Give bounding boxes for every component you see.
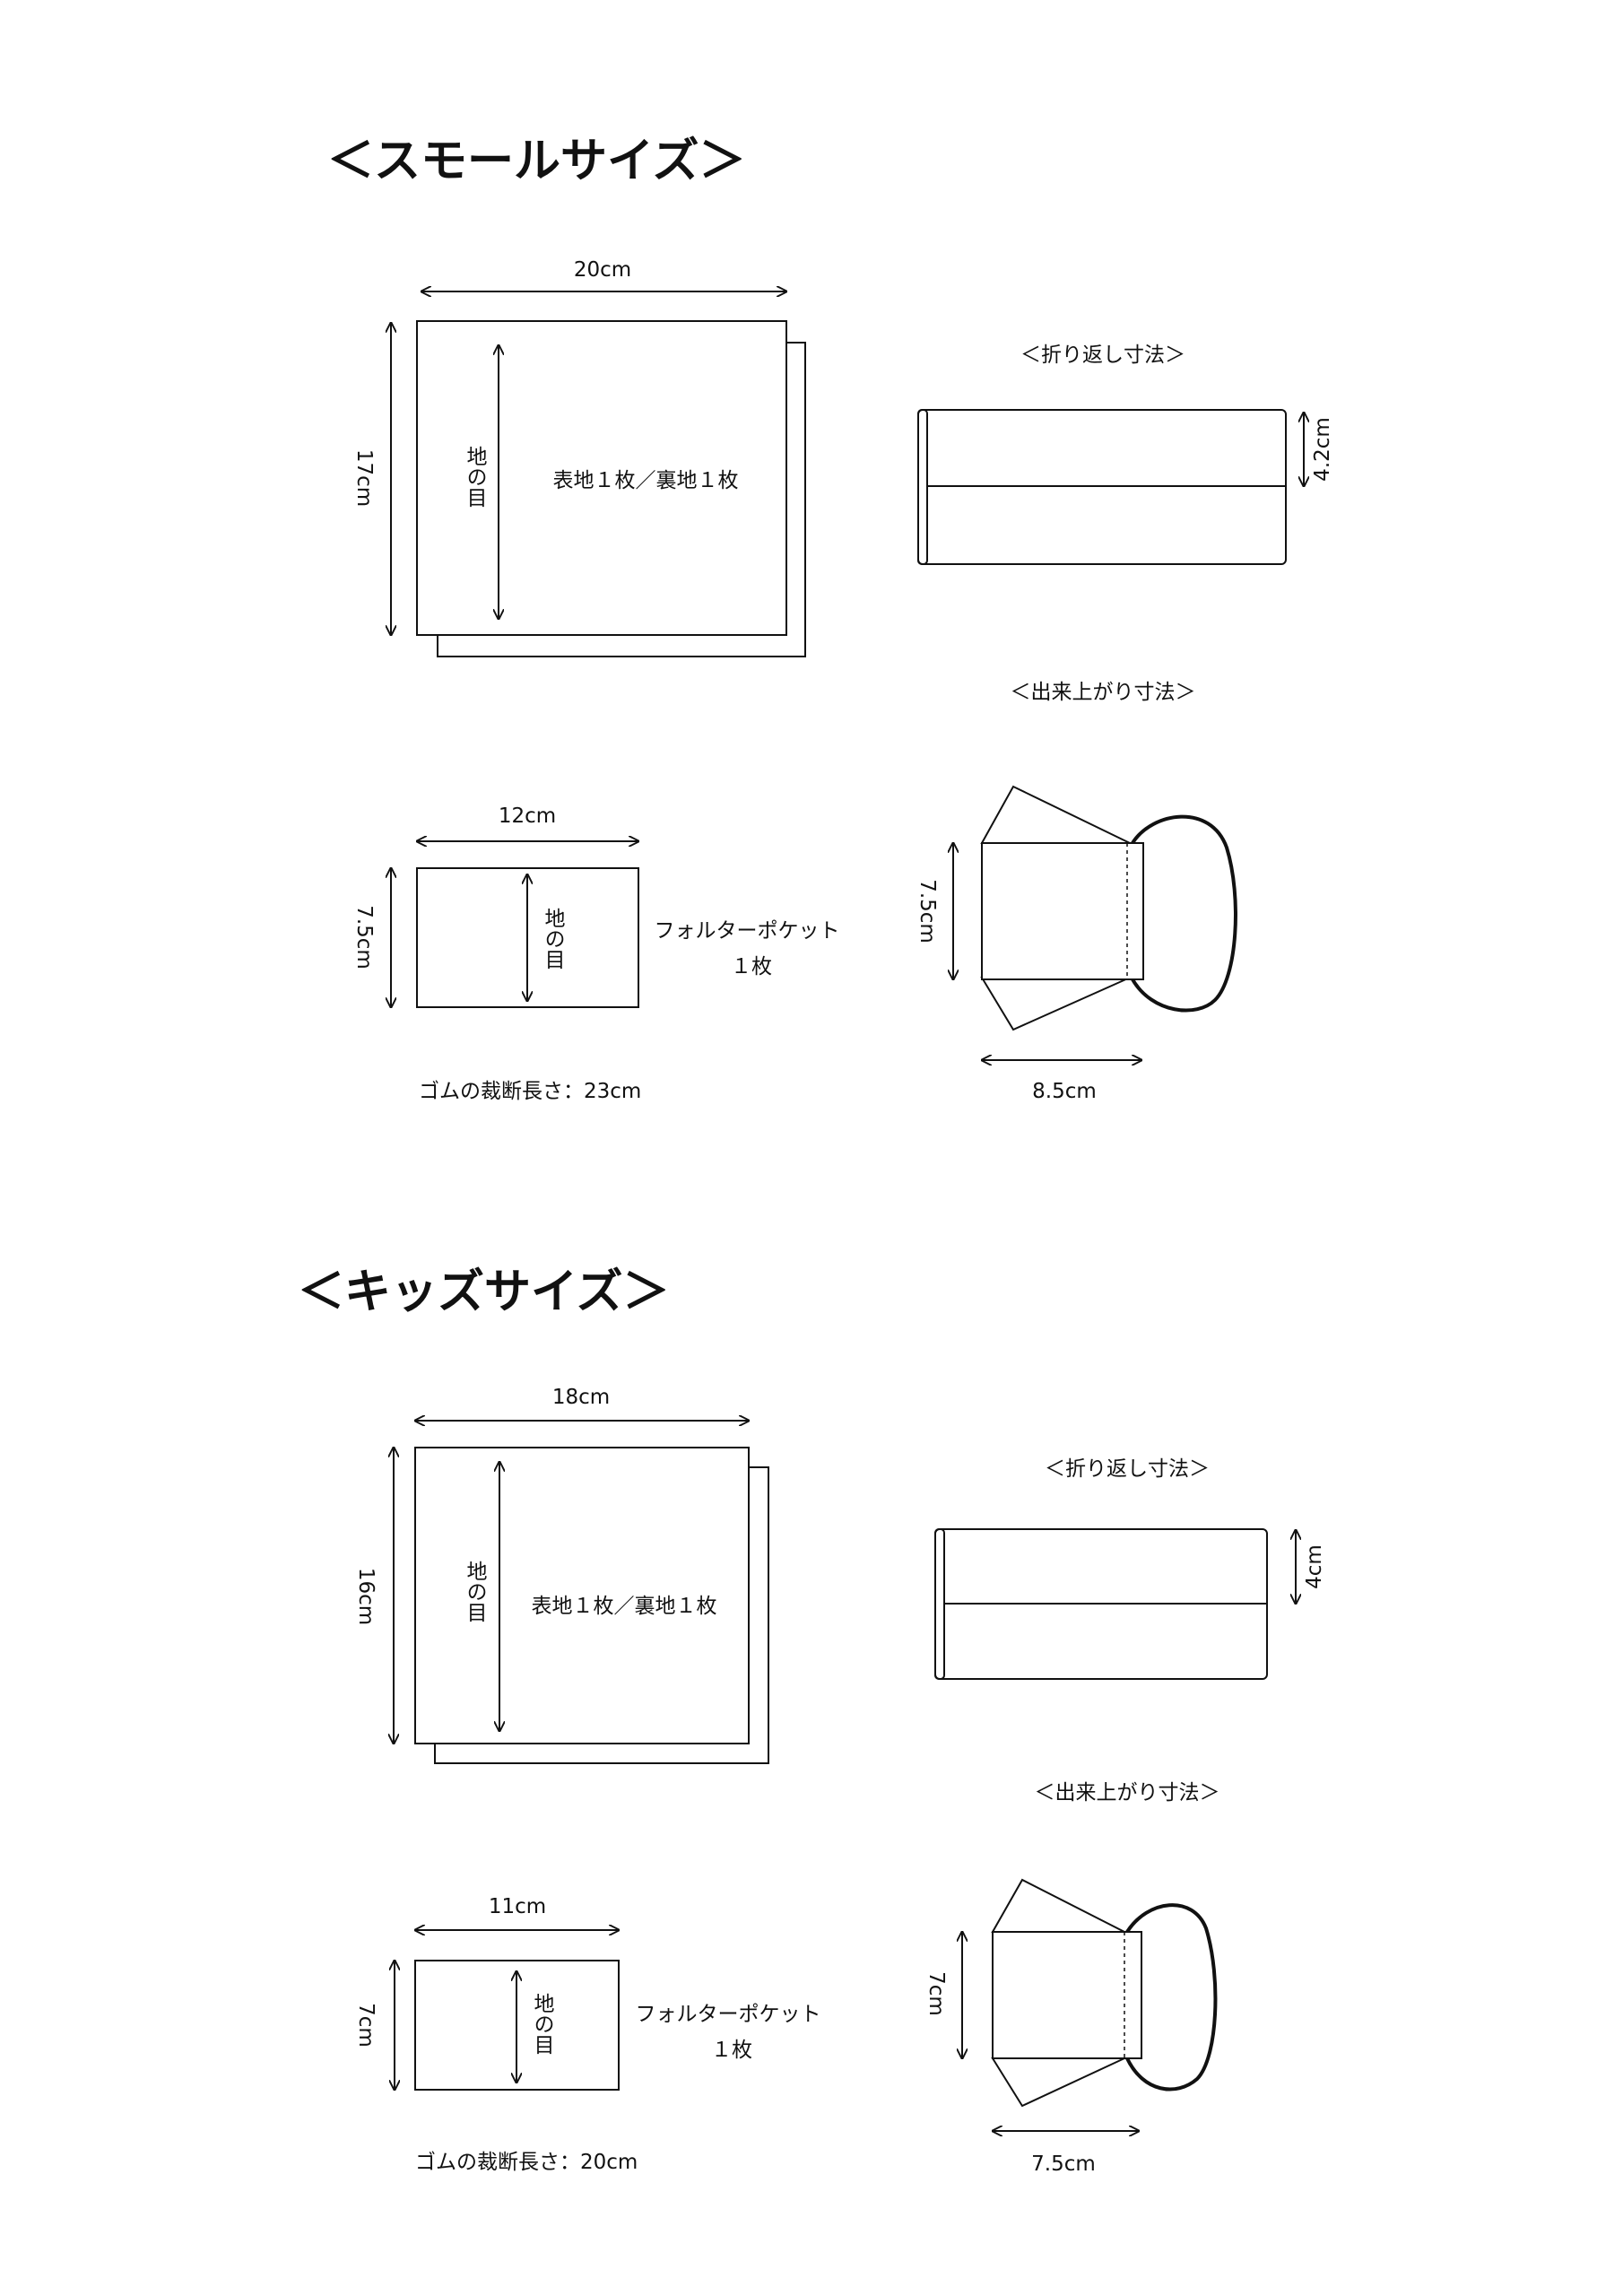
main-piece: 20cm 17cm 地の目 表地１枚／裏地１枚: [352, 258, 806, 657]
pocket-grain-label: 地の目: [530, 1993, 555, 2055]
finished-height-label: 7.5cm: [916, 879, 939, 944]
piece-label: 表地１枚／裏地１枚: [532, 1595, 717, 1618]
pocket-piece: 12cm 7.5cm 地の目 フォルターポケット １枚: [352, 804, 840, 1007]
fold-title: ＜折り返し寸法＞: [1020, 344, 1185, 367]
pocket-width-label: 11cm: [489, 1895, 546, 1918]
ear-loop: [1125, 1903, 1218, 2092]
fold-edge: [934, 1528, 945, 1680]
pocket-height-label: 7.5cm: [352, 905, 376, 970]
grain-label: 地の目: [463, 446, 488, 508]
piece-label: 表地１枚／裏地１枚: [553, 469, 739, 492]
grain-label: 地の目: [463, 1561, 488, 1622]
finished-diagram: ＜出来上がり寸法＞ 7cm 7.5cm: [924, 1781, 1220, 2176]
pocket-count: １枚: [731, 955, 772, 978]
pocket-width-label: 12cm: [499, 804, 556, 828]
ear-loop-stroke: [1131, 814, 1237, 1013]
finished-diagram: ＜出来上がり寸法＞ 7.5cm 8.5cm: [916, 681, 1237, 1103]
finished-height-label: 7cm: [924, 1971, 948, 2016]
fold-title: ＜折り返し寸法＞: [1045, 1457, 1210, 1481]
section-small: ＜スモールサイズ＞ 20cm 17cm 地の目 表地１枚／裏地１枚 ＜折り返し寸…: [327, 135, 1334, 1103]
pocket-height-label: 7cm: [354, 2003, 378, 2048]
elastic-length: ゴムの裁断長さ：20cm: [415, 2151, 638, 2174]
pleat-bottom: [980, 977, 1131, 1031]
fold-diagram: ＜折り返し寸法＞ 4.2cm: [917, 344, 1334, 565]
fold-dim-label: 4.2cm: [1311, 417, 1334, 482]
finished-width-label: 8.5cm: [1032, 1080, 1097, 1103]
fold-diagram: ＜折り返し寸法＞ 4cm: [934, 1457, 1326, 1680]
pocket-piece: 11cm 7cm 地の目 フォルターポケット １枚: [354, 1895, 821, 2090]
finished-title: ＜出来上がり寸法＞: [1035, 1781, 1220, 1805]
section-title: ＜スモールサイズ＞: [327, 135, 745, 188]
elastic-length: ゴムの裁断長さ：23cm: [419, 1080, 641, 1103]
pocket-count: １枚: [711, 2039, 752, 2062]
section-title: ＜キッズサイズ＞: [298, 1265, 669, 1319]
front-layer: [416, 320, 787, 636]
pleat-bottom: [991, 2057, 1125, 2108]
mask-body: [992, 1931, 1142, 2059]
fold-dim-label: 4cm: [1303, 1544, 1326, 1589]
width-label: 18cm: [552, 1386, 610, 1409]
main-piece: 18cm 16cm 地の目 表地１枚／裏地１枚: [354, 1386, 769, 1764]
finished-width-label: 7.5cm: [1031, 2152, 1096, 2176]
ear-loop: [1132, 815, 1237, 1012]
pocket-label: フォルターポケット: [636, 2003, 821, 2026]
mask-body: [981, 842, 1144, 980]
pleat-top: [980, 785, 1131, 844]
pocket-grain-label: 地の目: [541, 908, 566, 970]
pleat-top: [991, 1878, 1125, 1933]
height-label: 16cm: [354, 1568, 378, 1625]
width-label: 20cm: [574, 258, 631, 282]
height-label: 17cm: [352, 449, 376, 507]
fold-edge: [917, 409, 928, 565]
finished-title: ＜出来上がり寸法＞: [1011, 681, 1196, 704]
pocket-label: フォルターポケット: [655, 919, 840, 943]
section-kids: ＜キッズサイズ＞ 18cm 16cm 地の目 表地１枚／裏地１枚 ＜折り返し寸法…: [298, 1265, 1326, 2176]
front-layer: [414, 1447, 750, 1744]
